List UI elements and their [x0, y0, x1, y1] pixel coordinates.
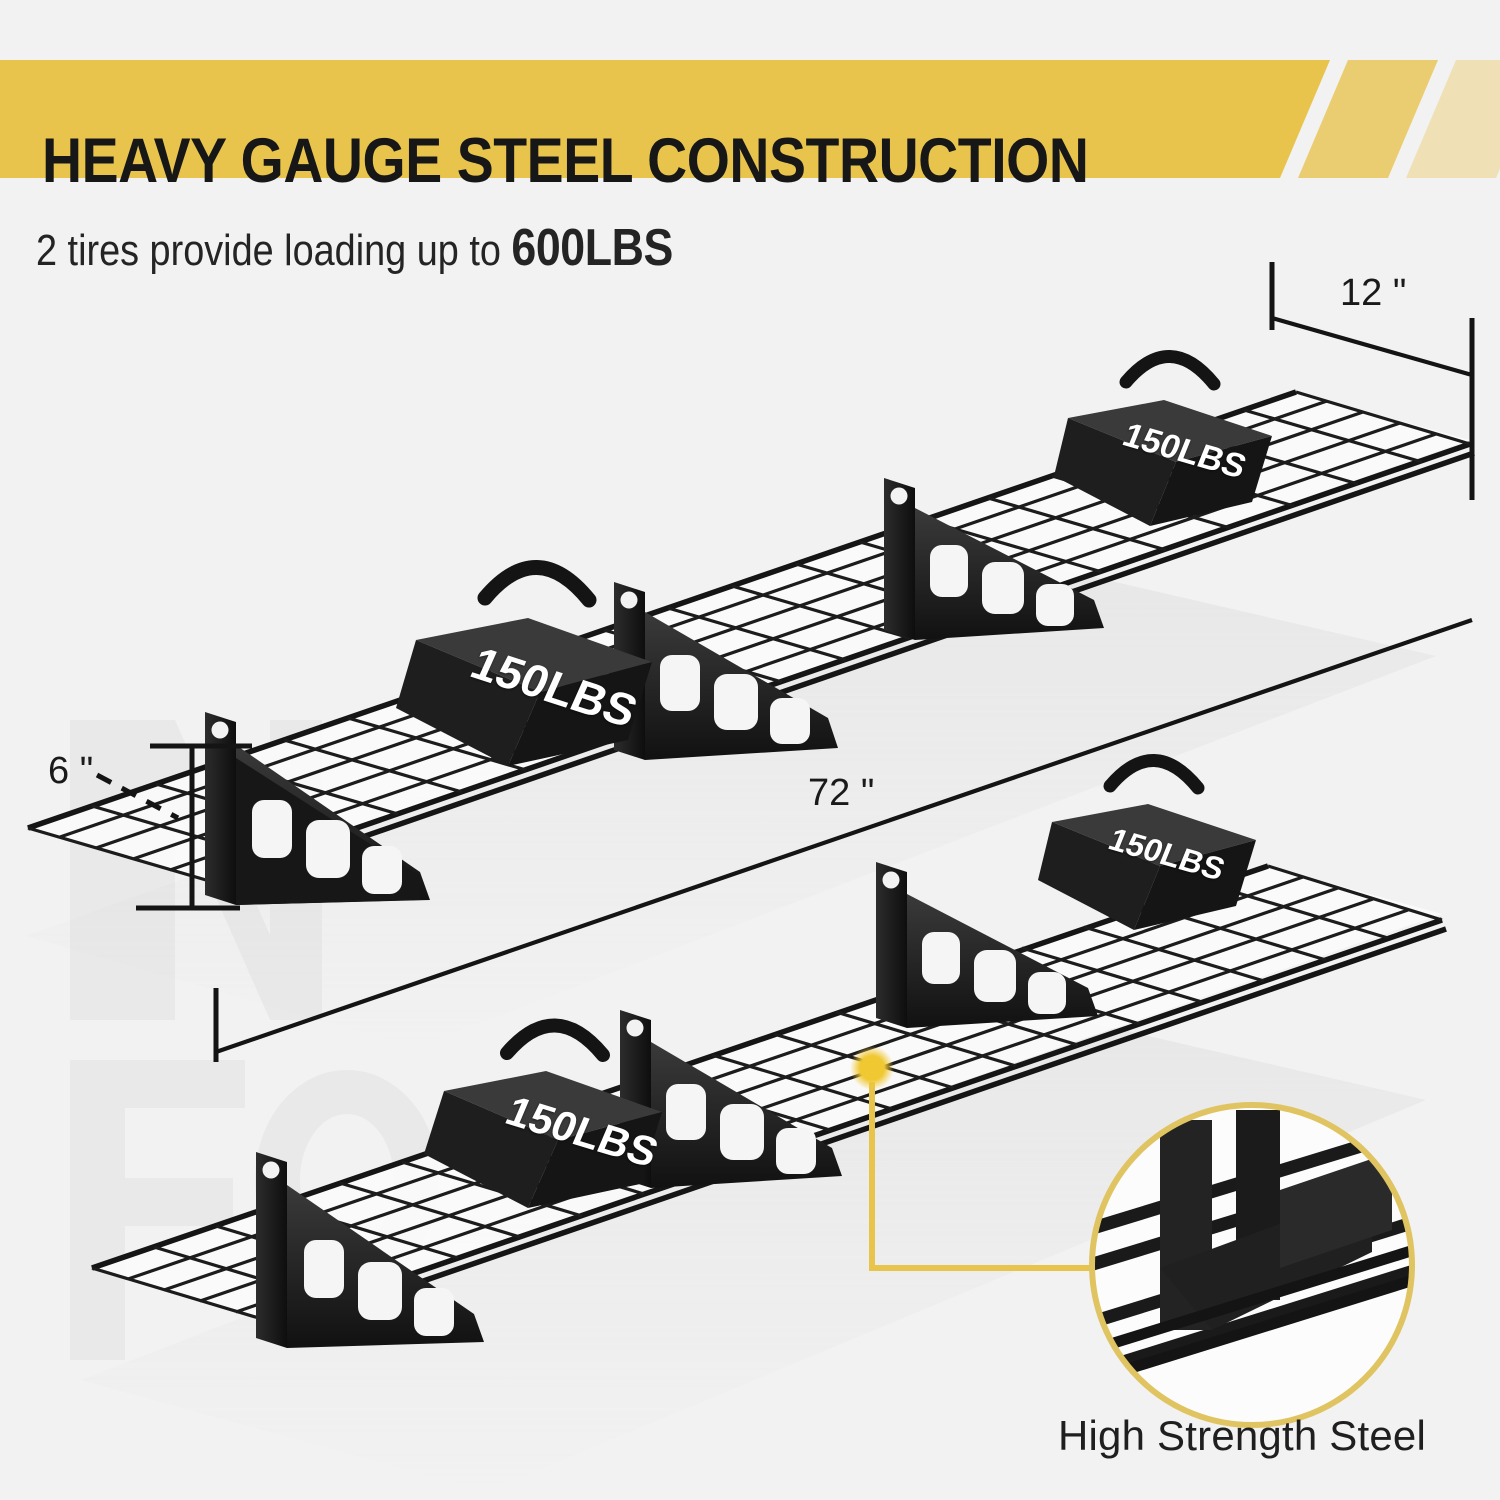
lower-shelf: [91, 862, 1447, 1348]
lower-shelf-bracket-left: [256, 1152, 484, 1348]
callout-zoom-content: [1092, 1105, 1412, 1425]
upper-shelf-bracket-left: [205, 712, 430, 905]
weight-block-upper-left: [396, 560, 652, 766]
dimension-lines: [95, 262, 1475, 1062]
dimension-label-depth: 12 ": [1340, 272, 1407, 314]
callout-leader: [850, 1046, 1092, 1271]
lower-shelf-bracket-right: [876, 862, 1098, 1028]
callout-caption: High Strength Steel: [1058, 1412, 1427, 1459]
upper-shelf-bracket-right: [884, 478, 1104, 640]
weight-block-lower-right: [1038, 754, 1256, 930]
weight-block-lower-left: [424, 1018, 662, 1208]
dimension-label-height: 6 ": [48, 750, 94, 792]
weight-block-upper-right: [1054, 350, 1272, 526]
banner-bar: [0, 60, 1330, 178]
callout-magnifier: [1089, 1102, 1415, 1428]
upper-shelf: [27, 389, 1475, 905]
subtitle-prefix: 2 tires provide loading up to: [36, 226, 512, 275]
subtitle-highlight: 600LBS: [511, 219, 673, 277]
dimension-72in: [213, 430, 1475, 1062]
page-title: HEAVY GAUGE STEEL CONSTRUCTION: [42, 126, 1089, 197]
dimension-6in: [95, 743, 252, 911]
banner-stripe-2: [1406, 60, 1500, 178]
subtitle-line: 2 tires provide loading up to 600LBS: [36, 218, 673, 278]
shelf-shadows: [26, 566, 1436, 1492]
dimension-label-length: 72 ": [808, 772, 875, 814]
banner-stripe-1: [1298, 60, 1438, 178]
